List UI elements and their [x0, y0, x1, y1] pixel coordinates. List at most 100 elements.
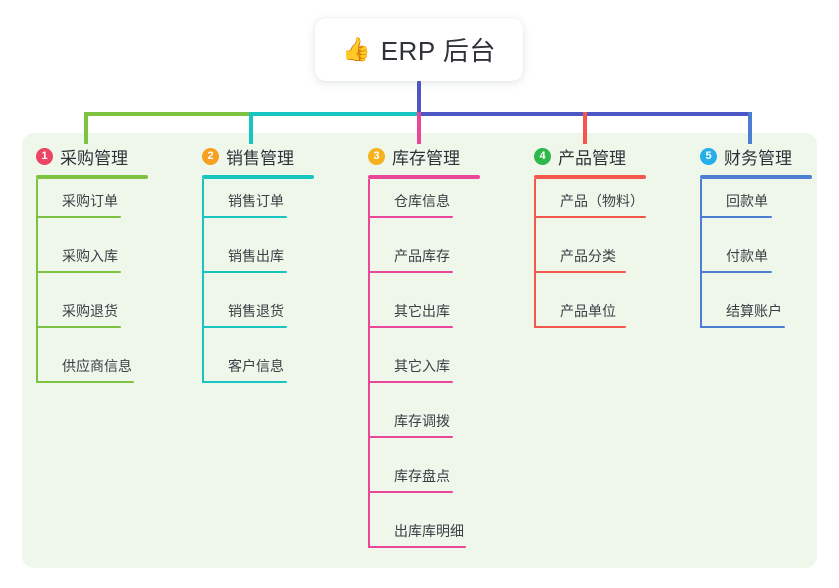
leaf-node[interactable]: 产品分类	[534, 234, 646, 289]
leaf-node-label: 出库库明细	[394, 523, 464, 539]
leaf-node-label: 采购退货	[62, 303, 118, 319]
branch-rule-1	[36, 175, 148, 179]
root-node-card[interactable]: 👍 ERP 后台	[315, 18, 523, 81]
leaf-node[interactable]: 采购退货	[36, 289, 148, 344]
leaf-node[interactable]: 仓库信息	[368, 179, 480, 234]
leaf-node-label: 产品库存	[394, 248, 450, 264]
leaf-node-rule	[202, 381, 287, 383]
leaf-node-rule	[700, 216, 772, 218]
leaf-node-label: 付款单	[726, 248, 768, 264]
leaf-node[interactable]: 采购入库	[36, 234, 148, 289]
root-node-title: ERP 后台	[380, 36, 496, 66]
leaf-node-rule	[368, 271, 453, 273]
leaf-node[interactable]: 其它入库	[368, 344, 480, 399]
branch-badge-2: 2	[202, 147, 219, 165]
branch-title-5: 财务管理	[724, 148, 792, 168]
branch-item-list-3: 仓库信息产品库存其它出库其它入库库存调拨库存盘点出库库明细	[368, 179, 480, 564]
leaf-node[interactable]: 供应商信息	[36, 344, 148, 399]
leaf-node-rule	[36, 271, 121, 273]
connector-drop-1	[84, 112, 88, 144]
root-node-content: 👍 ERP 后台	[342, 31, 496, 68]
branch-title-3: 库存管理	[392, 148, 460, 168]
leaf-node[interactable]: 销售出库	[202, 234, 314, 289]
leaf-node-rule	[368, 491, 453, 493]
leaf-node-label: 库存调拨	[394, 413, 450, 429]
leaf-node[interactable]: 回款单	[700, 179, 812, 234]
branch-title-4: 产品管理	[558, 148, 626, 168]
branch-spine-2	[202, 179, 204, 383]
leaf-node[interactable]: 付款单	[700, 234, 812, 289]
branch-header-5[interactable]: 5 财务管理	[700, 143, 812, 169]
connector-root-stem	[417, 81, 421, 114]
connector-drop-2	[249, 112, 253, 144]
branch-spine-1	[36, 179, 38, 383]
leaf-node-rule	[534, 271, 626, 273]
branch-header-4[interactable]: 4 产品管理	[534, 143, 646, 169]
branch-spine-3	[368, 179, 370, 548]
leaf-node-rule	[36, 381, 134, 383]
branch-item-list-5: 回款单付款单结算账户	[700, 179, 812, 344]
branch-badge-5: 5	[700, 147, 717, 165]
branch-badge-4: 4	[534, 147, 551, 165]
leaf-node-label: 采购订单	[62, 193, 118, 209]
branch-rule-3	[368, 175, 480, 179]
leaf-node-rule	[202, 326, 287, 328]
leaf-node[interactable]: 客户信息	[202, 344, 314, 399]
branch-item-list-2: 销售订单销售出库销售退货客户信息	[202, 179, 314, 399]
leaf-node-rule	[534, 216, 646, 218]
leaf-node[interactable]: 结算账户	[700, 289, 812, 344]
leaf-node-label: 产品单位	[560, 303, 616, 319]
leaf-node-label: 供应商信息	[62, 358, 132, 374]
leaf-node-label: 其它入库	[394, 358, 450, 374]
leaf-node[interactable]: 销售退货	[202, 289, 314, 344]
branch-spine-5	[700, 179, 702, 328]
leaf-node-rule	[700, 326, 785, 328]
leaf-node[interactable]: 库存盘点	[368, 454, 480, 509]
leaf-node[interactable]: 产品库存	[368, 234, 480, 289]
connector-drop-5	[748, 112, 752, 144]
leaf-node-rule	[368, 326, 453, 328]
leaf-node-label: 其它出库	[394, 303, 450, 319]
branch-spine-4	[534, 179, 536, 328]
leaf-node[interactable]: 产品（物料）	[534, 179, 646, 234]
leaf-node[interactable]: 销售订单	[202, 179, 314, 234]
leaf-node-rule	[36, 216, 121, 218]
leaf-node-label: 回款单	[726, 193, 768, 209]
leaf-node-rule	[368, 216, 453, 218]
leaf-node[interactable]: 采购订单	[36, 179, 148, 234]
leaf-node-label: 库存盘点	[394, 468, 450, 484]
leaf-node[interactable]: 其它出库	[368, 289, 480, 344]
leaf-node[interactable]: 出库库明细	[368, 509, 480, 564]
leaf-node-rule	[202, 271, 287, 273]
leaf-node[interactable]: 库存调拨	[368, 399, 480, 454]
leaf-node[interactable]: 产品单位	[534, 289, 646, 344]
leaf-node-label: 客户信息	[228, 358, 284, 374]
connector-drop-4	[583, 112, 587, 144]
branch-rule-4	[534, 175, 646, 179]
connector-drop-3	[417, 112, 421, 144]
leaf-node-rule	[368, 381, 453, 383]
leaf-node-rule	[534, 326, 626, 328]
leaf-node-label: 销售退货	[228, 303, 284, 319]
branch-rule-2	[202, 175, 314, 179]
branch-item-list-4: 产品（物料） 产品分类产品单位	[534, 179, 646, 344]
leaf-node-label: 销售订单	[228, 193, 284, 209]
connector-bus-teal	[249, 112, 419, 116]
leaf-node-label: 结算账户	[726, 303, 782, 319]
leaf-node-rule	[202, 216, 287, 218]
leaf-node-rule	[368, 546, 466, 548]
leaf-node-label: 产品（物料）	[560, 193, 644, 209]
thumbs-up-icon: 👍	[342, 36, 371, 62]
branch-item-list-1: 采购订单采购入库采购退货供应商信息	[36, 179, 148, 399]
branch-column-4: 4 产品管理产品（物料） 产品分类产品单位	[534, 143, 646, 344]
leaf-node-label: 仓库信息	[394, 193, 450, 209]
connector-bus-green	[84, 112, 251, 116]
branch-title-1: 采购管理	[60, 148, 128, 168]
